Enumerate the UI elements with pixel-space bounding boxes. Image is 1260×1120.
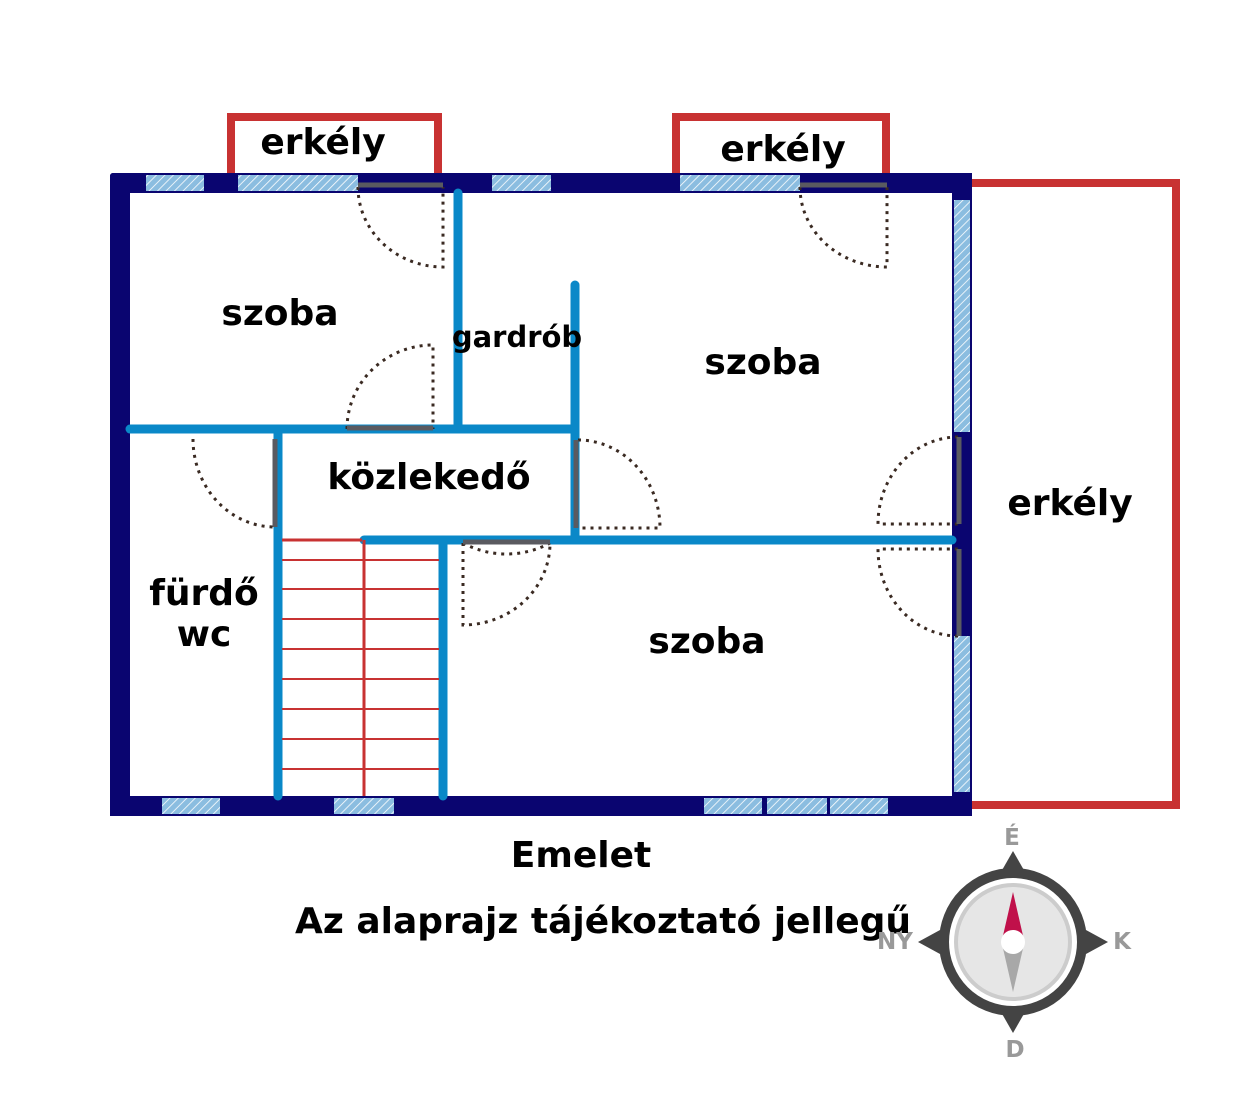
label-room-top-right: szoba <box>704 342 821 383</box>
label-balcony-right: erkély <box>1007 483 1132 524</box>
window <box>680 175 800 191</box>
label-toilet: wc <box>177 614 232 655</box>
compass-west-label: NY <box>877 929 913 955</box>
room-labels: erkély erkély erkély szoba gardrób szoba… <box>149 122 1132 662</box>
window <box>162 798 220 814</box>
window <box>146 175 204 191</box>
balcony-right <box>972 179 1180 809</box>
label-bathroom: fürdő <box>149 573 259 614</box>
window <box>492 175 551 191</box>
staircase <box>282 538 439 796</box>
compass-east-label: K <box>1113 929 1132 955</box>
compass-north-needle <box>1002 892 1024 940</box>
compass-south-needle <box>1002 944 1024 992</box>
balconies <box>227 113 1180 809</box>
window <box>767 798 827 814</box>
window <box>238 175 358 191</box>
windows <box>146 175 970 814</box>
label-room-bottom: szoba <box>648 621 765 662</box>
outer-walls <box>110 173 972 816</box>
label-balcony-top-right: erkély <box>720 129 845 170</box>
label-room-top-left: szoba <box>221 293 338 334</box>
window <box>954 636 970 792</box>
label-hallway: közlekedő <box>327 457 530 498</box>
disclaimer-text: Az alaprajz tájékoztató jellegű <box>295 901 911 942</box>
floor-title: Emelet <box>511 835 651 876</box>
window <box>954 200 970 432</box>
compass-north-label: É <box>1004 823 1020 851</box>
compass-icon: É K D NY <box>877 823 1132 1063</box>
inner-walls <box>125 188 957 801</box>
doors <box>191 182 962 638</box>
window <box>830 798 888 814</box>
label-wardrobe: gardrób <box>452 320 582 354</box>
label-balcony-top-left: erkély <box>260 122 385 163</box>
window <box>704 798 762 814</box>
window <box>334 798 394 814</box>
compass-south-label: D <box>1005 1037 1024 1063</box>
balcony-top-right <box>672 113 890 175</box>
balcony-top-left <box>227 113 442 175</box>
